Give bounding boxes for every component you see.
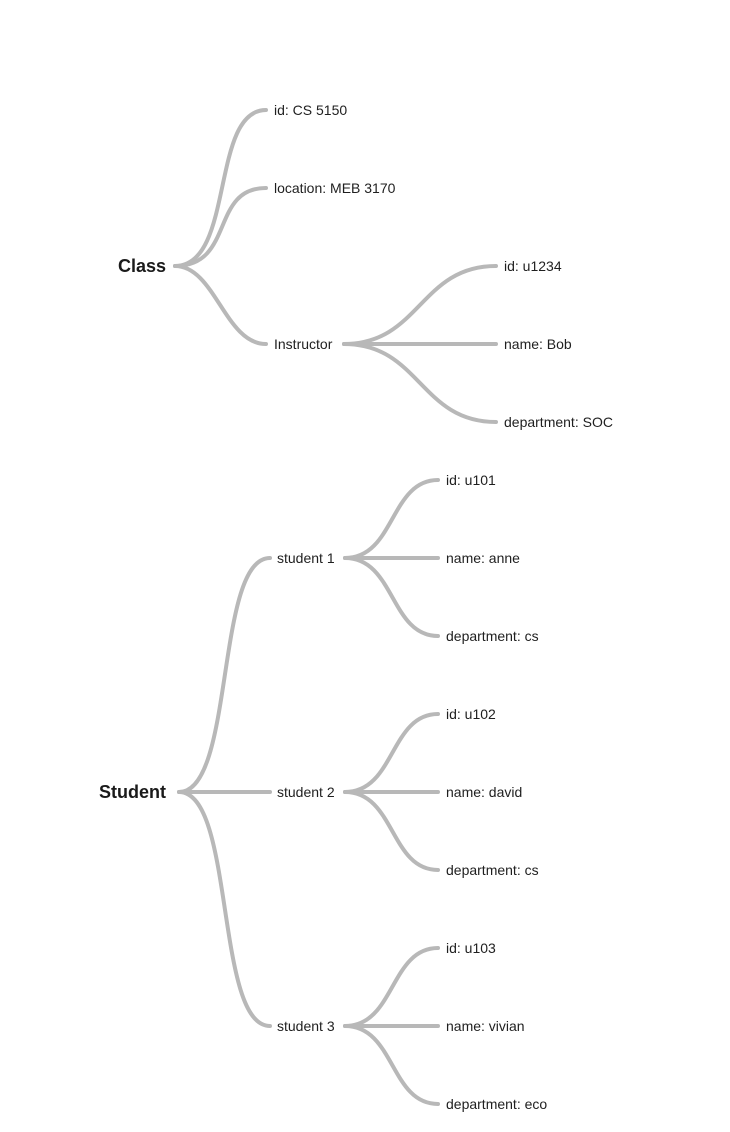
node-instructor-id[interactable]: id: u1234: [504, 258, 562, 274]
edge-class-location: [173, 186, 268, 268]
node-student2-name[interactable]: name: david: [446, 784, 523, 800]
edge-student3-department: [343, 1024, 440, 1106]
node-student-1[interactable]: student 1: [277, 550, 335, 566]
edge-student3-id: [343, 946, 440, 1028]
edge-student1-department: [343, 556, 440, 638]
edge-student-3: [177, 790, 272, 1028]
node-student3-department[interactable]: department: eco: [446, 1096, 548, 1112]
node-student1-department[interactable]: department: cs: [446, 628, 539, 644]
node-student3-name[interactable]: name: vivian: [446, 1018, 525, 1034]
node-student-2[interactable]: student 2: [277, 784, 335, 800]
node-instructor[interactable]: Instructor: [274, 336, 333, 352]
node-student-3[interactable]: student 3: [277, 1018, 335, 1034]
edge-instructor-department: [342, 342, 498, 424]
node-student1-id[interactable]: id: u101: [446, 472, 496, 488]
node-student2-department[interactable]: department: cs: [446, 862, 539, 878]
edge-student-1: [177, 556, 272, 794]
edge-class-instructor: [173, 264, 268, 346]
node-student1-name[interactable]: name: anne: [446, 550, 520, 566]
node-class-id[interactable]: id: CS 5150: [274, 102, 348, 118]
edge-student2-id: [343, 712, 440, 794]
node-class-location[interactable]: location: MEB 3170: [274, 180, 396, 196]
node-student[interactable]: Student: [99, 782, 166, 802]
node-class[interactable]: Class: [118, 256, 167, 276]
node-student3-id[interactable]: id: u103: [446, 940, 496, 956]
node-student2-id[interactable]: id: u102: [446, 706, 496, 722]
node-instructor-department[interactable]: department: SOC: [504, 414, 613, 430]
edge-instructor-id: [342, 264, 498, 346]
edge-student1-id: [343, 478, 440, 560]
edge-student2-department: [343, 790, 440, 872]
node-instructor-name[interactable]: name: Bob: [504, 336, 572, 352]
edge-class-id: [173, 108, 268, 268]
